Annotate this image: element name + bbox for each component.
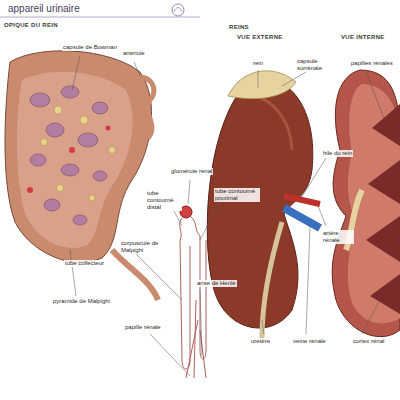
part-label: artériole [122,50,146,57]
part-label: anse de Henlé [196,280,237,287]
part-label: cortex rénal [352,338,385,345]
part-label: rein [252,60,264,67]
leader-lines [70,56,384,376]
part-label: capsule surrénale [296,58,342,72]
section-heading: OPIQUE DU REIN [3,22,59,28]
title-icon [172,4,184,16]
section-heading: REINS [228,24,250,30]
nephron [180,206,206,378]
part-label: papilles rénales [350,60,394,67]
part-label: hile du rein [322,150,353,157]
title-rule [0,17,200,18]
kidney-section [5,51,158,300]
section-heading: VUE INTERNE [340,34,386,40]
part-label: papille rénale [124,324,162,331]
part-label: tube contourné distal [146,190,182,211]
part-label: capsule de Bowman [62,44,118,51]
part-label: tube contourné proximal [214,188,260,202]
kidney-internal [332,70,400,337]
part-label: corpuscule de Malpighi [120,240,172,254]
section-heading: VUE EXTERNE [236,34,284,40]
part-label: uretère [250,338,271,345]
part-label: tube collecteur [64,260,105,267]
part-label: pyramide de Malpighi [52,298,111,305]
part-label: veine rénale [292,338,327,345]
part-label: glomérule rénal [170,168,213,175]
page-title: appareil urinaire [6,3,82,14]
part-label: artère rénale [322,230,354,244]
kidney-external [207,71,320,338]
